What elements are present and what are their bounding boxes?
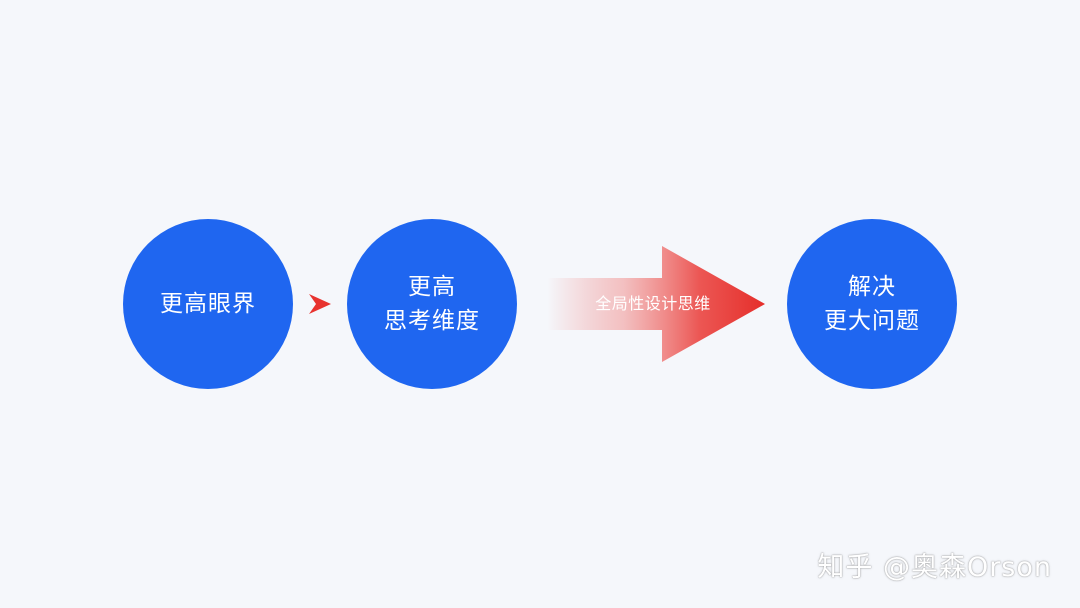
step-2-label-line-1: 更高 (408, 274, 456, 300)
watermark: 知乎 @奥森Orson (817, 552, 1052, 583)
step-1-label: 更高眼界 (160, 291, 256, 317)
small-arrow-icon (309, 294, 331, 314)
step-3-label-line-2: 更大问题 (824, 308, 920, 334)
step-circle-broader-vision: 更高眼界 (123, 219, 293, 389)
arrow-label: 全局性设计思维 (595, 294, 711, 313)
big-arrow-icon (547, 246, 765, 362)
step-circle-higher-thinking: 更高 思考维度 (347, 219, 517, 389)
step-2-label-line-2: 思考维度 (384, 308, 480, 334)
step-3-label-line-1: 解决 (848, 274, 896, 300)
step-circle-solve-bigger-problems: 解决 更大问题 (787, 219, 957, 389)
